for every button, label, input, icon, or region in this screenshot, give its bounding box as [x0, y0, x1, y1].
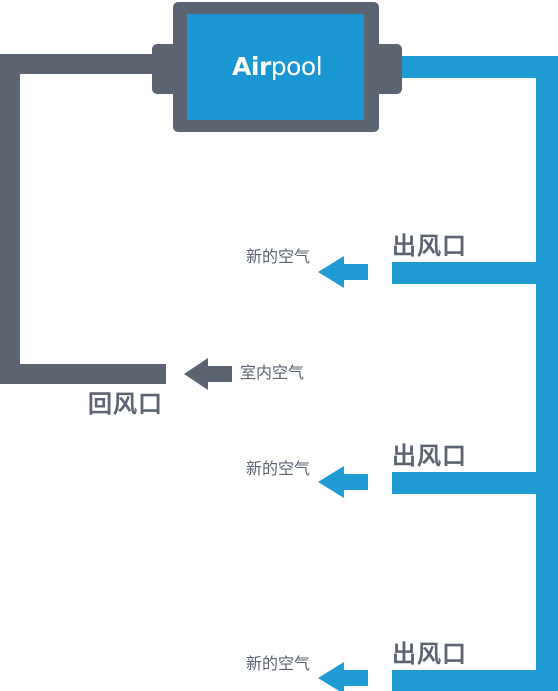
indoor-air-label: 室内空气 [240, 363, 305, 382]
fresh-air-arrow-icon [318, 662, 368, 691]
indoor-air-arrow-icon [184, 358, 232, 390]
return-vent-label: 回风口 [88, 390, 163, 418]
brand-logo-suffix: pool [270, 52, 323, 81]
fresh-air-arrow-icon [318, 466, 368, 498]
brand-logo-prefix: Air [232, 52, 271, 81]
outlet-label: 出风口 [392, 232, 467, 260]
return-duct [0, 54, 166, 384]
fresh-air-label: 新的空气 [246, 459, 311, 478]
outlet-label: 出风口 [392, 442, 467, 470]
fresh-air-label: 新的空气 [246, 654, 311, 673]
airpool-unit [152, 2, 402, 132]
fresh-air-arrow-icon [318, 256, 368, 288]
outlet-label: 出风口 [392, 640, 467, 668]
brand-logo: Airpool [232, 52, 323, 81]
fresh-air-label: 新的空气 [246, 247, 311, 266]
supply-duct [392, 56, 558, 691]
